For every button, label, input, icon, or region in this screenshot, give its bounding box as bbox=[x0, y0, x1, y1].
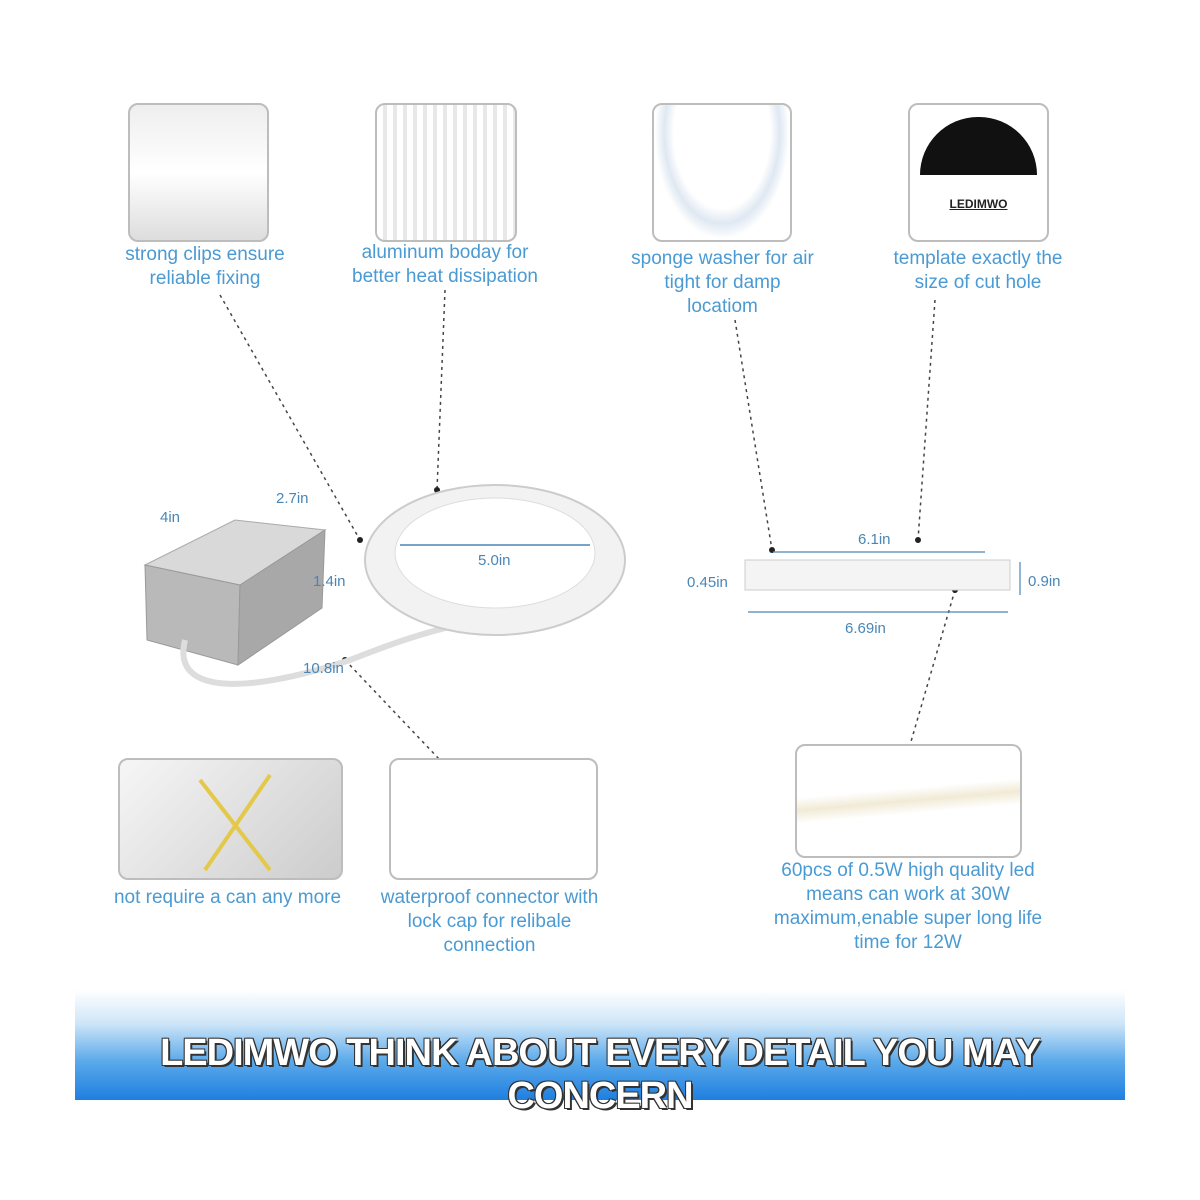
caption-led: 60pcs of 0.5W high quality led means can… bbox=[773, 860, 1043, 953]
no-can-icon bbox=[118, 758, 343, 880]
spring-clip-icon bbox=[128, 103, 269, 242]
template-icon: LEDIMWO bbox=[908, 103, 1049, 242]
banner-text: LEDIMWO THINK ABOUT EVERY DETAIL YOU MAY… bbox=[160, 1032, 1041, 1117]
banner: LEDIMWO THINK ABOUT EVERY DETAIL YOU MAY… bbox=[75, 990, 1125, 1117]
aluminum-body-icon bbox=[375, 103, 517, 242]
dim-cable-length: 10.8in bbox=[303, 660, 344, 677]
dim-cutout: 6.1in bbox=[858, 531, 891, 548]
caption-sponge: sponge washer for air tight for damp loc… bbox=[631, 248, 814, 317]
caption-no-can: not require a can any more bbox=[113, 887, 342, 908]
sponge-washer-icon bbox=[652, 103, 792, 242]
dim-box-width: 2.7in bbox=[276, 490, 309, 507]
dim-box-height: 1.4in bbox=[313, 573, 346, 590]
caption-aluminum: aluminum boday for better heat dissipati… bbox=[352, 242, 538, 287]
dim-total-height: 0.9in bbox=[1028, 573, 1061, 590]
dim-panel-diameter: 5.0in bbox=[478, 552, 511, 569]
caption-template: template exactly the size of cut hole bbox=[893, 248, 1063, 293]
connector-icon bbox=[389, 758, 598, 880]
junction-box-illustration bbox=[143, 519, 501, 687]
led-strip-icon bbox=[795, 744, 1022, 858]
caption-clips: strong clips ensure reliable fixing bbox=[125, 244, 285, 289]
template-dark-half bbox=[920, 117, 1037, 175]
template-logo: LEDIMWO bbox=[949, 197, 1008, 211]
dim-overall: 6.69in bbox=[845, 620, 886, 637]
dim-box-length: 4in bbox=[160, 509, 181, 526]
caption-connector: waterproof connector with lock cap for r… bbox=[380, 887, 599, 956]
panel-light-illustration bbox=[364, 484, 626, 636]
side-view-illustration bbox=[744, 551, 1021, 613]
dim-panel-thickness: 0.45in bbox=[687, 574, 728, 591]
